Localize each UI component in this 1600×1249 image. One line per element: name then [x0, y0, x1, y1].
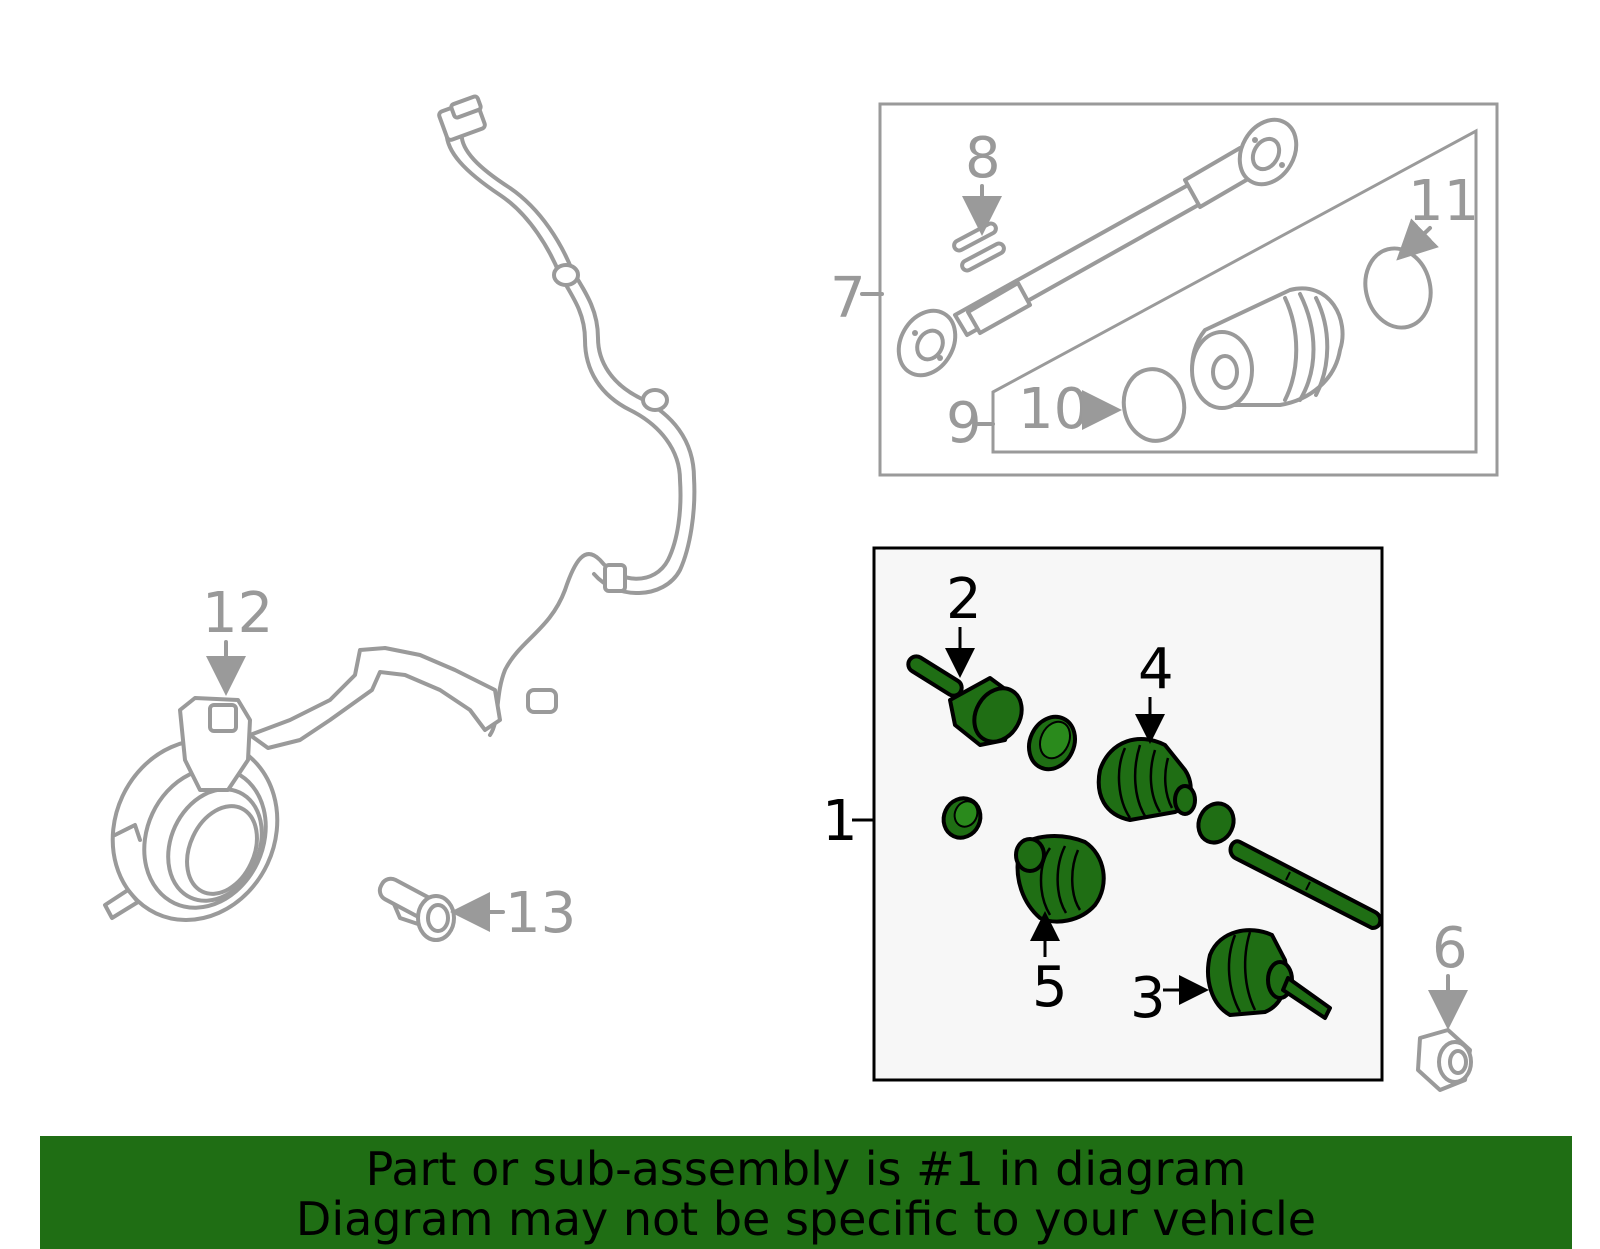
snap-ring-10-drawing: [1121, 367, 1187, 443]
panel-joint-kit: [991, 128, 1478, 454]
callout-13: 13: [505, 881, 576, 946]
info-banner: Part or sub-assembly is #1 in diagram Di…: [40, 1136, 1572, 1249]
sensor-harness-drawing: [248, 94, 697, 750]
outer-joint: [1206, 928, 1332, 1020]
callout-7: 7: [830, 266, 866, 331]
cv-joint-drawing: [1190, 286, 1345, 410]
harness-clip: [552, 263, 580, 287]
callout-3: 3: [1130, 966, 1166, 1031]
callout-1: 1: [822, 789, 858, 854]
wheel-speed-sensor-ring: [103, 696, 280, 922]
driveshaft-drawing: [896, 117, 1299, 378]
boot-clamp-ring: [1027, 714, 1077, 772]
callout-6: 6: [1432, 916, 1468, 981]
banner-line-1: Part or sub-assembly is #1 in diagram: [365, 1142, 1247, 1196]
outer-boot: [1096, 737, 1197, 822]
boot-clamp-small: [1196, 801, 1236, 845]
callout-5: 5: [1032, 955, 1068, 1020]
snap-ring-11-drawing: [1363, 246, 1433, 330]
harness-clip: [641, 388, 669, 412]
harness-clip: [526, 688, 558, 714]
callout-2: 2: [946, 567, 982, 632]
callout-11: 11: [1408, 169, 1479, 234]
harness-connector: [437, 94, 487, 142]
axle-shaft: [1228, 839, 1383, 930]
callout-10: 10: [1018, 377, 1089, 442]
callout-11-arrow: [1396, 218, 1439, 261]
banner-line-2: Diagram may not be specific to your vehi…: [295, 1192, 1317, 1246]
boot-clamp-left: [941, 796, 983, 840]
harness-clip: [603, 563, 627, 593]
callout-4: 4: [1138, 637, 1174, 702]
harness-bracket: [248, 646, 502, 750]
inner-boot: [1014, 834, 1106, 924]
inner-joint-housing: [906, 654, 1024, 747]
callout-9: 9: [946, 391, 982, 456]
axle-nut-drawing: [1416, 1028, 1473, 1092]
bolt-drawing: [377, 876, 456, 942]
callout-12: 12: [202, 581, 273, 646]
callout-8: 8: [965, 126, 1001, 191]
